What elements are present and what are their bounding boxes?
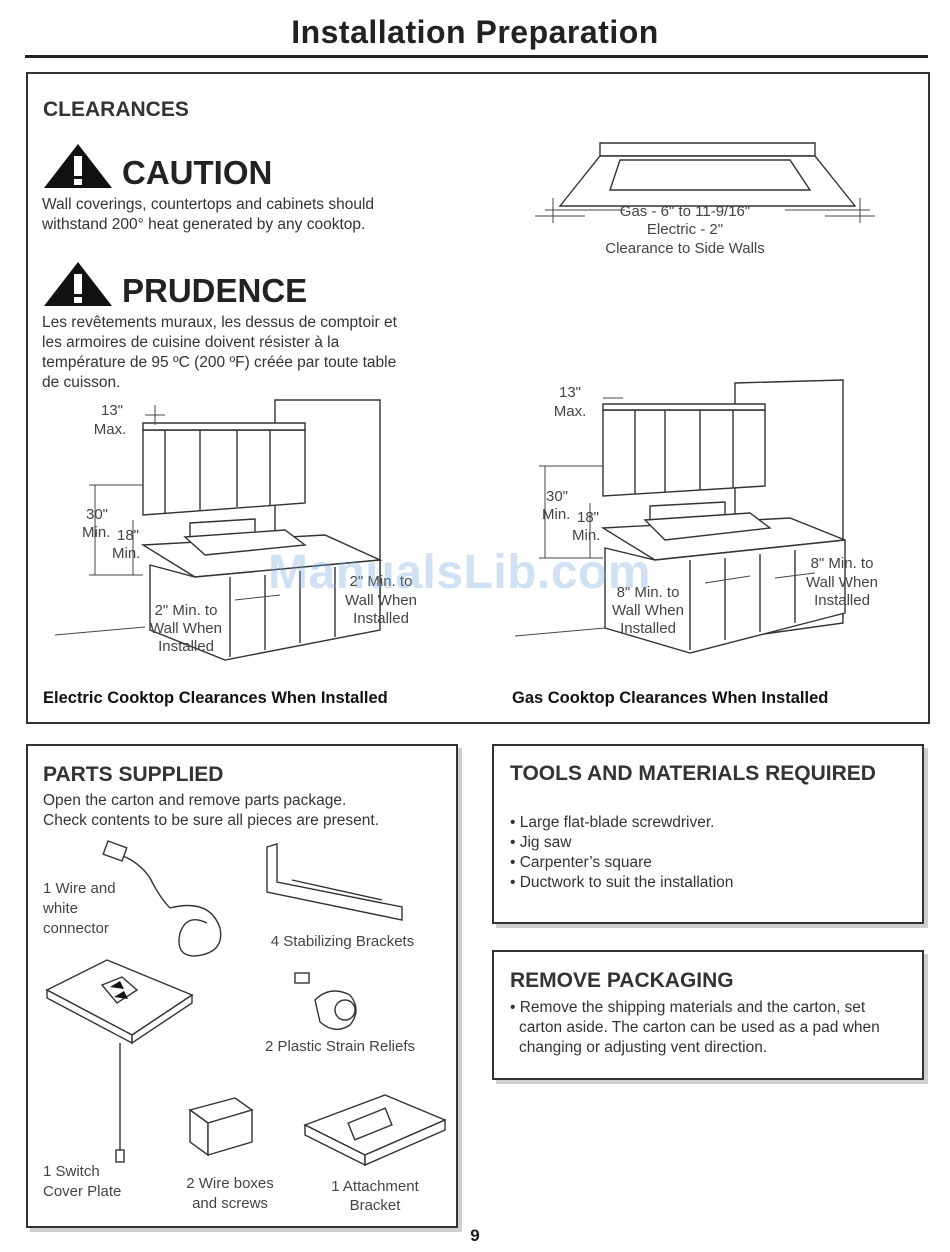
electric-min-2-right-2: Wall When — [345, 592, 417, 609]
gas-max-13-unit: Max. — [553, 403, 587, 420]
parts-heading: PARTS SUPPLIED — [43, 763, 224, 786]
page-number: 9 — [470, 1226, 480, 1245]
strain-reliefs-label: 2 Plastic Strain Reliefs — [264, 1038, 416, 1055]
caution-text-1: Wall coverings, countertops and cabinets… — [42, 196, 375, 213]
tools-section — [492, 744, 924, 924]
attachment-label-1: 1 Attachment — [331, 1178, 419, 1195]
electric-caption: Electric Cooktop Clearances When Install… — [43, 689, 388, 707]
remove-packaging-text-1: • Remove the shipping materials and the … — [510, 999, 866, 1016]
wire-boxes-label-2: and screws — [192, 1195, 268, 1212]
wire-box-image — [188, 1097, 254, 1157]
electric-min-2-left-2: Wall When — [150, 620, 222, 637]
strain-relief-image — [294, 972, 357, 1030]
electric-min-2-left-3: Installed — [158, 638, 214, 655]
gas-min-8-left-2: Wall When — [612, 602, 684, 619]
connector-label-1: 1 Wire and — [43, 880, 116, 897]
tools-list: • Large flat-blade screwdriver. • Jig sa… — [510, 813, 910, 893]
wire-boxes-label-1: 2 Wire boxes — [186, 1175, 274, 1192]
prudence-text-2: les armoires de cuisine doivent résister… — [42, 334, 340, 351]
gas-min-8-right-2: Wall When — [806, 574, 878, 591]
electric-min-2-right-1: 2" Min. to — [349, 573, 413, 590]
list-item: • Ductwork to suit the installation — [510, 874, 734, 891]
switch-cover-plate-image — [45, 959, 194, 1163]
connector-label-2: white — [43, 900, 79, 917]
wire-connector-image — [102, 840, 222, 957]
prudence-text-3: température de 95 ºC (200 ºF) créée par … — [42, 354, 397, 371]
electric-min-2-right-3: Installed — [353, 610, 409, 627]
list-item: • Jig saw — [510, 834, 572, 851]
parts-text-1: Open the carton and remove parts package… — [43, 792, 347, 809]
attachment-label-2: Bracket — [349, 1197, 401, 1214]
warning-icon — [44, 144, 112, 188]
electric-min-2-left-1: 2" Min. to — [154, 602, 218, 619]
list-item: • Carpenter’s square — [510, 854, 652, 871]
remove-packaging-heading: REMOVE PACKAGING — [510, 969, 734, 992]
warning-icon — [44, 262, 112, 306]
caution-text-2: withstand 200° heat generated by any coo… — [42, 216, 366, 233]
side-wall-electric-label: Electric - 2" — [646, 221, 724, 238]
prudence-heading: PRUDENCE — [122, 272, 308, 309]
switch-label-1: 1 Switch — [43, 1163, 100, 1180]
attachment-bracket-image — [303, 1094, 447, 1167]
caution-heading: CAUTION — [122, 154, 273, 191]
prudence-text-4: de cuisson. — [42, 374, 121, 391]
title-rule — [25, 55, 928, 58]
brackets-label: 4 Stabilizing Brackets — [270, 933, 415, 950]
page-title: Installation Preparation — [291, 14, 659, 50]
electric-min-30-unit: Min. — [82, 524, 111, 541]
gas-min-18-label: 18" — [577, 509, 600, 526]
electric-cooktop-diagram — [55, 399, 383, 661]
gas-cooktop-diagram — [515, 379, 846, 654]
gas-min-30-label: 30" — [546, 488, 569, 505]
parts-text-2: Check contents to be sure all pieces are… — [43, 812, 380, 829]
electric-min-18-unit: Min. — [112, 545, 141, 562]
side-wall-clearance-diagram — [535, 142, 875, 223]
watermark: ManualsLib.com — [268, 546, 652, 599]
gas-caption: Gas Cooktop Clearances When Installed — [512, 689, 829, 707]
side-wall-gas-label: Gas - 6" to 11-9/16" — [619, 203, 751, 220]
electric-max-13-label: 13" — [100, 402, 123, 419]
stabilizing-bracket-image — [266, 843, 403, 921]
connector-label-3: connector — [43, 920, 109, 937]
remove-packaging-text-3: changing or adjusting vent direction. — [519, 1039, 768, 1056]
gas-min-18-unit: Min. — [572, 527, 601, 544]
electric-min-30-label: 30" — [86, 506, 109, 523]
side-wall-caption: Clearance to Side Walls — [605, 240, 765, 257]
switch-label-2: Cover Plate — [43, 1183, 122, 1200]
electric-max-13-unit: Max. — [93, 421, 127, 438]
clearances-heading: CLEARANCES — [43, 98, 189, 121]
remove-packaging-section — [492, 950, 924, 1080]
gas-min-30-unit: Min. — [542, 506, 571, 523]
list-item: • Large flat-blade screwdriver. — [510, 814, 715, 831]
gas-min-8-left-1: 8" Min. to — [616, 584, 680, 601]
gas-min-8-left-3: Installed — [620, 620, 676, 637]
prudence-text-1: Les revêtements muraux, les dessus de co… — [42, 314, 397, 331]
gas-max-13-label: 13" — [558, 384, 581, 401]
remove-packaging-text-2: carton aside. The carton can be used as … — [519, 1019, 880, 1036]
gas-min-8-right-1: 8" Min. to — [810, 555, 874, 572]
tools-heading: TOOLS AND MATERIALS REQUIRED — [510, 762, 876, 785]
gas-min-8-right-3: Installed — [814, 592, 870, 609]
electric-min-18-label: 18" — [117, 527, 140, 544]
